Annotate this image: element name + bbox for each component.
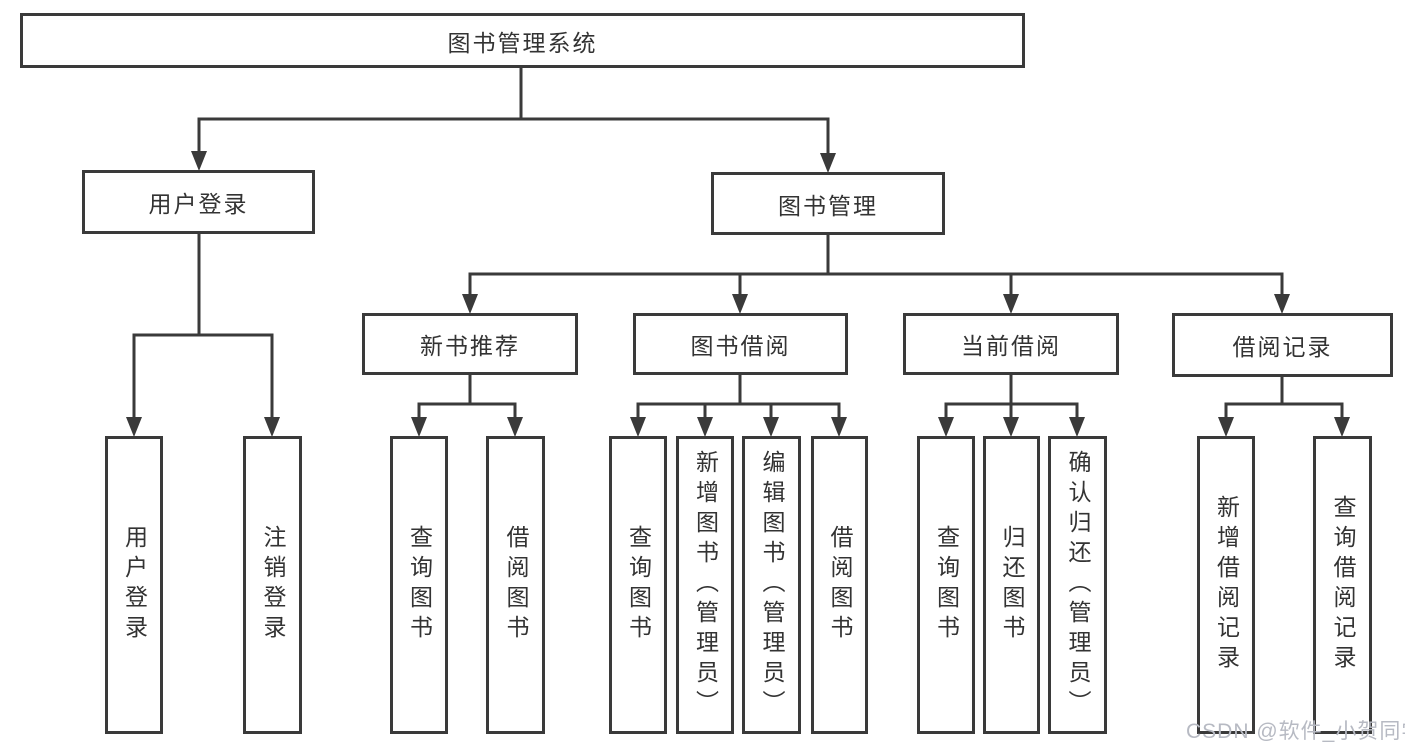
leaf-user-login: 用户登录 <box>105 436 163 734</box>
leaf-nbr-query-books: 查询图书 <box>390 436 448 734</box>
leaf-bb-borrow-books: 借阅图书 <box>811 436 868 734</box>
leaf-br-add-record: 新增借阅记录 <box>1197 436 1255 734</box>
arrow-icon <box>938 417 954 437</box>
leaf-logout: 注销登录 <box>243 436 302 734</box>
arrow-icon <box>264 417 280 437</box>
connector-borrowing-records <box>1224 375 1344 420</box>
connector-root <box>197 68 830 156</box>
leaf-br-query-record: 查询借阅记录 <box>1313 436 1372 734</box>
leaf-bb-add-books-admin: 新增图书（管理员） <box>676 436 734 734</box>
connector-new-book-recommendation <box>417 375 517 420</box>
leaf-label: 借阅图书 <box>827 525 853 645</box>
connector-book-borrowing <box>636 375 841 420</box>
node-new-book-recommendation: 新书推荐 <box>362 313 578 375</box>
arrow-icon <box>1003 294 1019 314</box>
arrow-icon <box>831 417 847 437</box>
leaf-label: 新增图书（管理员） <box>692 450 719 720</box>
leaf-label: 用户登录 <box>121 525 148 645</box>
leaf-label: 归还图书 <box>999 525 1025 645</box>
leaf-label: 查询图书 <box>625 525 652 645</box>
arrow-icon <box>697 417 713 437</box>
leaf-bb-edit-books-admin: 编辑图书（管理员） <box>742 436 801 734</box>
arrow-icon <box>1003 417 1019 437</box>
node-book-borrowing: 图书借阅 <box>633 313 848 375</box>
arrow-icon <box>630 417 646 437</box>
node-book-management: 图书管理 <box>711 172 945 235</box>
leaf-cb-confirm-return-admin: 确认归还（管理员） <box>1048 436 1107 734</box>
arrow-icon <box>1334 417 1350 437</box>
arrow-icon <box>732 294 748 314</box>
arrow-icon <box>820 153 836 173</box>
node-user-login: 用户登录 <box>82 170 315 234</box>
leaf-label: 查询图书 <box>933 525 960 645</box>
leaf-nbr-borrow-books: 借阅图书 <box>486 436 545 734</box>
connector-book-management <box>468 235 1284 297</box>
arrow-icon <box>507 417 523 437</box>
node-borrowing-records: 借阅记录 <box>1172 313 1393 377</box>
watermark: CSDN @软件_小贺同学 <box>1186 720 1405 743</box>
connector-user-login <box>132 233 274 420</box>
arrowheads <box>126 151 1350 437</box>
leaf-label: 新增借阅记录 <box>1213 495 1240 675</box>
leaf-label: 确认归还（管理员） <box>1065 450 1091 720</box>
leaf-cb-query-books: 查询图书 <box>917 436 975 734</box>
arrow-icon <box>1218 417 1234 437</box>
arrow-icon <box>763 417 779 437</box>
arrow-icon <box>1069 417 1085 437</box>
arrow-icon <box>126 417 142 437</box>
arrow-icon <box>191 151 207 171</box>
leaf-label: 注销登录 <box>260 525 286 645</box>
leaf-label: 借阅图书 <box>503 525 529 645</box>
leaf-bb-query-books: 查询图书 <box>609 436 667 734</box>
node-root: 图书管理系统 <box>20 13 1025 68</box>
leaf-label: 编辑图书（管理员） <box>759 450 785 720</box>
connector-lines <box>132 68 1344 420</box>
node-current-borrowing: 当前借阅 <box>903 313 1119 375</box>
arrow-icon <box>1274 294 1290 314</box>
leaf-label: 查询借阅记录 <box>1330 495 1356 675</box>
leaf-cb-return-books: 归还图书 <box>983 436 1040 734</box>
arrow-icon <box>411 417 427 437</box>
connector-current-borrowing <box>944 375 1079 420</box>
arrow-icon <box>462 294 478 314</box>
leaf-label: 查询图书 <box>406 525 433 645</box>
